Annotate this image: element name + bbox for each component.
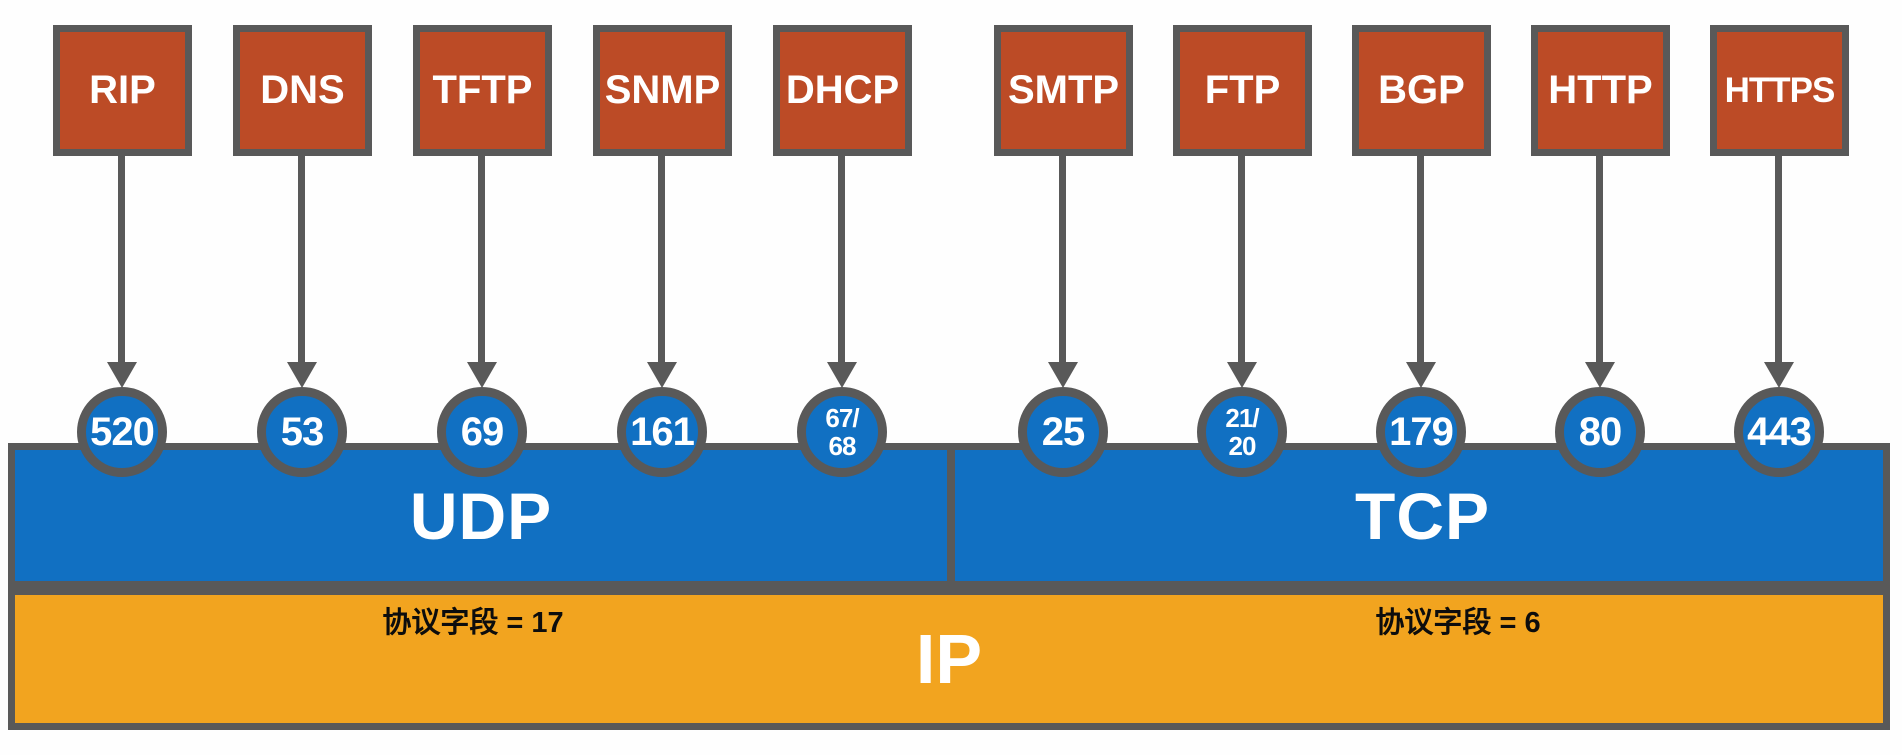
down-arrow-icon-https	[1764, 362, 1794, 388]
port-number-tftp: 69	[460, 410, 504, 454]
port-circle-snmp: 161	[617, 387, 707, 477]
protocol-label-dns: DNS	[260, 68, 345, 112]
protocol-box-snmp: SNMP	[593, 25, 732, 156]
port-number-rip: 520	[90, 410, 155, 454]
port-circle-dns: 53	[257, 387, 347, 477]
protocol-label-smtp: SMTP	[1007, 68, 1120, 112]
down-arrow-icon-rip	[107, 362, 137, 388]
port-circle-ftp: 21/ 20	[1197, 387, 1287, 477]
down-arrow-line-bgp	[1417, 156, 1424, 362]
down-arrow-icon-dns	[287, 362, 317, 388]
down-arrow-line-dns	[298, 156, 305, 362]
port-number-ftp-top: 21/	[1225, 403, 1259, 433]
udp-tcp-divider	[947, 443, 955, 588]
protocol-label-rip: RIP	[89, 68, 156, 112]
protocol-box-bgp: BGP	[1352, 25, 1491, 156]
down-arrow-line-tftp	[478, 156, 485, 362]
down-arrow-line-rip	[118, 156, 125, 362]
port-number-ftp-bottom: 20	[1228, 431, 1257, 461]
down-arrow-icon-tftp	[467, 362, 497, 388]
udp-protocol-field-label: 协议字段 = 17	[382, 607, 564, 639]
port-number-dhcp-top: 67/	[825, 403, 859, 433]
port-circle-http: 80	[1555, 387, 1645, 477]
ip-layer-label: IP	[915, 620, 983, 698]
down-arrow-line-https	[1775, 156, 1782, 362]
protocol-box-https: HTTPS	[1710, 25, 1849, 156]
protocol-box-ftp: FTP	[1173, 25, 1312, 156]
port-circle-smtp: 25	[1018, 387, 1108, 477]
port-number-smtp: 25	[1041, 410, 1085, 454]
port-number-bgp: 179	[1389, 410, 1454, 454]
port-number-https: 443	[1747, 410, 1812, 454]
down-arrow-line-ftp	[1238, 156, 1245, 362]
protocol-label-bgp: BGP	[1378, 68, 1465, 112]
protocol-box-dns: DNS	[233, 25, 372, 156]
down-arrow-icon-snmp	[647, 362, 677, 388]
udp-layer-label: UDP	[409, 478, 553, 553]
port-number-dhcp-bottom: 68	[828, 431, 857, 461]
port-circle-dhcp: 67/ 68	[797, 387, 887, 477]
tcp-layer-label: TCP	[1355, 478, 1490, 553]
down-arrow-line-snmp	[658, 156, 665, 362]
tcp-protocol-field-label: 协议字段 = 6	[1375, 607, 1541, 639]
port-number-snmp: 161	[630, 410, 695, 454]
protocol-box-smtp: SMTP	[994, 25, 1133, 156]
down-arrow-line-smtp	[1059, 156, 1066, 362]
down-arrow-icon-ftp	[1227, 362, 1257, 388]
protocol-label-dhcp: DHCP	[785, 68, 900, 112]
port-number-dns: 53	[280, 410, 324, 454]
down-arrow-line-dhcp	[838, 156, 845, 362]
port-circle-bgp: 179	[1376, 387, 1466, 477]
port-number-http: 80	[1578, 410, 1622, 454]
down-arrow-icon-http	[1585, 362, 1615, 388]
down-arrow-icon-bgp	[1406, 362, 1436, 388]
down-arrow-line-http	[1596, 156, 1603, 362]
port-circle-rip: 520	[77, 387, 167, 477]
down-arrow-icon-dhcp	[827, 362, 857, 388]
protocol-label-http: HTTP	[1548, 68, 1653, 112]
ip-layer-bar	[8, 588, 1890, 730]
protocol-box-http: HTTP	[1531, 25, 1670, 156]
port-circle-https: 443	[1734, 387, 1824, 477]
protocol-box-tftp: TFTP	[413, 25, 552, 156]
down-arrow-icon-smtp	[1048, 362, 1078, 388]
protocol-label-https: HTTPS	[1724, 70, 1836, 110]
protocol-box-rip: RIP	[53, 25, 192, 156]
protocol-box-dhcp: DHCP	[773, 25, 912, 156]
port-circle-tftp: 69	[437, 387, 527, 477]
protocol-label-tftp: TFTP	[432, 68, 533, 112]
protocol-label-snmp: SNMP	[604, 68, 721, 112]
protocol-label-ftp: FTP	[1204, 68, 1281, 112]
